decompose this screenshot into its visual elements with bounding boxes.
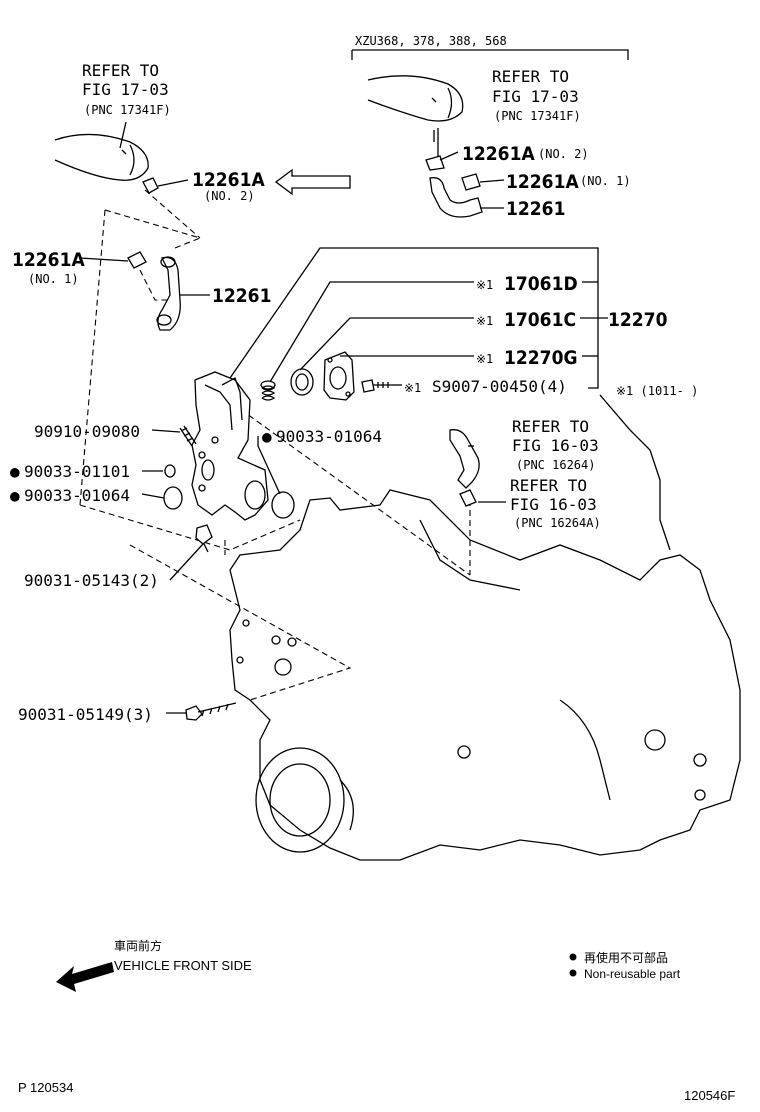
no1-right-label: (NO. 1) — [580, 174, 631, 188]
page-code: P 120534 — [18, 1080, 73, 1095]
ref-top-right-line3: (PNC 17341F) — [494, 109, 581, 123]
gasket-12270G — [323, 351, 355, 401]
ref-mid-a-line3: (PNC 16264) — [516, 458, 595, 472]
part-12261A-no1-left[interactable]: 12261A — [12, 249, 85, 271]
thermostat-17061C — [290, 368, 314, 396]
nonreuse-jp: 再使用不可部品 — [584, 950, 668, 965]
ref-top-right-line2: FIG 17-03 — [492, 87, 579, 106]
note-text: ※1 (1011- ) — [616, 384, 698, 398]
part-12261A-no1-right[interactable]: 12261A — [506, 171, 579, 193]
reference-labels: XZU368, 378, 388, 568 REFER TO FIG 17-03… — [82, 34, 601, 530]
spring-17061D — [260, 380, 276, 401]
no1-left-label: (NO. 1) — [28, 272, 79, 286]
part-12270G[interactable]: 12270G — [504, 347, 578, 369]
bullet-90033-01101: ● — [10, 462, 20, 481]
no2-left-label: (NO. 2) — [204, 189, 255, 203]
ref-mid-b-line3: (PNC 16264A) — [514, 516, 601, 530]
part-12261A-no2-right[interactable]: 12261A — [462, 143, 535, 165]
nonreuse-en: Non-reusable part — [584, 967, 681, 981]
note-mark-17061C: ※1 — [476, 314, 493, 328]
part-90031-05149[interactable]: 90031-05149(3) — [18, 705, 153, 724]
front-arrow-icon — [56, 962, 114, 992]
part-90031-05143[interactable]: 90031-05143(2) — [24, 571, 159, 590]
bolt-S9007 — [361, 379, 392, 393]
part-S9007[interactable]: S9007-00450(4) — [432, 377, 567, 396]
note-mark-12270G: ※1 — [476, 352, 493, 366]
ref-top-left-line1: REFER TO — [82, 61, 159, 80]
stud-90910 — [179, 425, 197, 447]
ref-mid-b-line2: FIG 16-03 — [510, 495, 597, 514]
bullet-icon-jp — [569, 953, 577, 961]
water-inlet-housing — [191, 371, 269, 521]
part-12270[interactable]: 12270 — [608, 309, 668, 331]
part-12261-right[interactable]: 12261 — [506, 198, 565, 220]
part-17061D[interactable]: 17061D — [504, 273, 578, 295]
right-hose-group — [367, 75, 483, 218]
ref-top-right-line1: REFER TO — [492, 67, 569, 86]
bullet-icon-en — [569, 969, 577, 977]
part-90910-09080[interactable]: 90910-09080 — [34, 422, 140, 441]
figure-code: 120546F — [684, 1088, 735, 1103]
o-ring-90033-01101 — [164, 464, 176, 478]
part-12261A-no2-left[interactable]: 12261A — [192, 169, 265, 191]
footer: P 120534 120546F — [18, 1080, 735, 1103]
ref-top-left-line2: FIG 17-03 — [82, 80, 169, 99]
bolt-90031-05143 — [195, 524, 213, 553]
bullet-90033-01064-b: ● — [10, 486, 20, 505]
vehicle-front-jp: 車両前方 — [114, 938, 162, 953]
mid-right-hose — [449, 429, 480, 507]
note-mark-17061D: ※1 — [476, 278, 493, 292]
part-17061C[interactable]: 17061C — [504, 309, 576, 331]
part-12261-left[interactable]: 12261 — [212, 285, 271, 307]
part-90033-01064-a[interactable]: 90033-01064 — [276, 427, 382, 446]
bullet-90033-01064-a: ● — [262, 427, 272, 446]
ref-top-left-line3: (PNC 17341F) — [84, 103, 171, 117]
model-group-label: XZU368, 378, 388, 568 — [355, 34, 507, 48]
leader-lines — [79, 49, 629, 714]
part-90033-01101[interactable]: 90033-01101 — [24, 462, 130, 481]
left-hose-group — [54, 133, 181, 331]
legend: 車両前方 VEHICLE FRONT SIDE 再使用不可部品 Non-reus… — [56, 938, 681, 992]
o-ring-90033-01064-b — [163, 486, 183, 510]
ref-mid-b-line1: REFER TO — [510, 476, 587, 495]
ref-mid-a-line2: FIG 16-03 — [512, 436, 599, 455]
note-mark-S9007: ※1 — [404, 381, 421, 395]
bolt-90031-05149 — [185, 702, 237, 721]
vehicle-front-en: VEHICLE FRONT SIDE — [114, 958, 252, 973]
engine-block-outline — [229, 394, 741, 861]
ref-mid-a-line1: REFER TO — [512, 417, 589, 436]
no2-right-label: (NO. 2) — [538, 147, 589, 161]
o-ring-90033-01064-a — [271, 491, 295, 519]
part-90033-01064-b[interactable]: 90033-01064 — [24, 486, 130, 505]
part-number-labels: 12261A (NO. 2) 12261A (NO. 1) 12261 1226… — [10, 143, 698, 724]
